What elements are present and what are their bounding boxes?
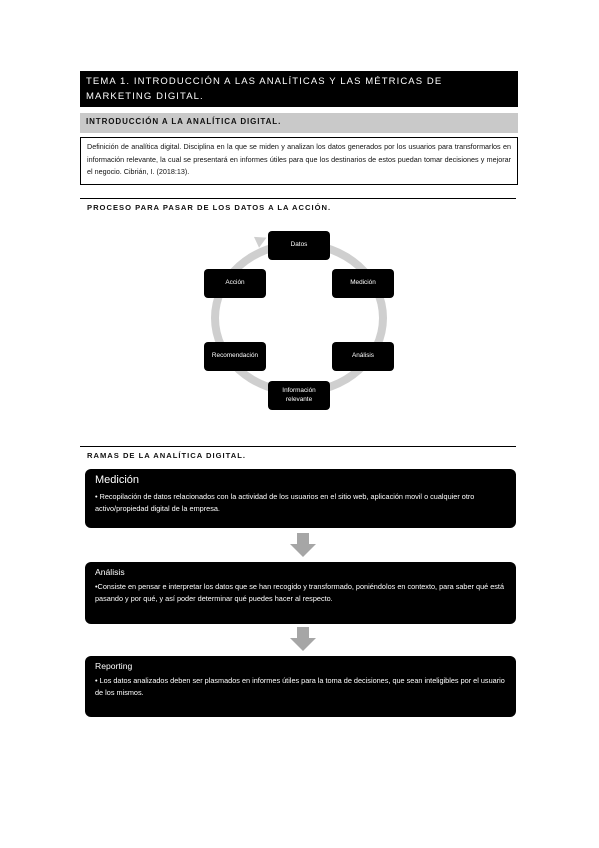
branch-title: Reporting bbox=[95, 661, 133, 671]
node-recomendacion: Recomendación bbox=[204, 342, 266, 371]
section-subtitle: INTRODUCCIÓN A LA ANALÍTICA DIGITAL. bbox=[80, 113, 518, 133]
branch-text: •Consiste en pensar e interpretar los da… bbox=[95, 582, 505, 603]
node-informacion-relevante: Información relevante bbox=[268, 381, 330, 410]
branch-title: Análisis bbox=[95, 567, 125, 577]
cycle-ring bbox=[211, 240, 387, 396]
branch-medicion: Medición • Recopilación de datos relacio… bbox=[85, 469, 516, 528]
node-analisis: Análisis bbox=[332, 342, 394, 371]
branch-reporting: Reporting • Los datos analizados deben s… bbox=[85, 656, 516, 717]
branches-divider bbox=[80, 446, 516, 447]
process-heading: PROCESO PARA PASAR DE LOS DATOS A LA ACC… bbox=[87, 203, 332, 212]
branch-text: • Recopilación de datos relacionados con… bbox=[95, 492, 475, 513]
branch-analisis: Análisis •Consiste en pensar e interpret… bbox=[85, 562, 516, 624]
node-medicion: Medición bbox=[332, 269, 394, 298]
node-datos: Datos bbox=[268, 231, 330, 260]
definition-box: Definición de analítica digital. Discipl… bbox=[80, 137, 518, 185]
branch-title: Medición bbox=[95, 474, 140, 486]
process-divider bbox=[80, 198, 516, 199]
branch-text: • Los datos analizados deben ser plasmad… bbox=[95, 676, 505, 697]
branches-heading: RAMAS DE LA ANALÍTICA DIGITAL. bbox=[87, 451, 246, 460]
document-title: TEMA 1. INTRODUCCIÓN A LAS ANALÍTICAS Y … bbox=[80, 71, 518, 107]
node-accion: Acción bbox=[204, 269, 266, 298]
down-arrow-icon bbox=[290, 533, 316, 557]
down-arrow-icon bbox=[290, 627, 316, 651]
